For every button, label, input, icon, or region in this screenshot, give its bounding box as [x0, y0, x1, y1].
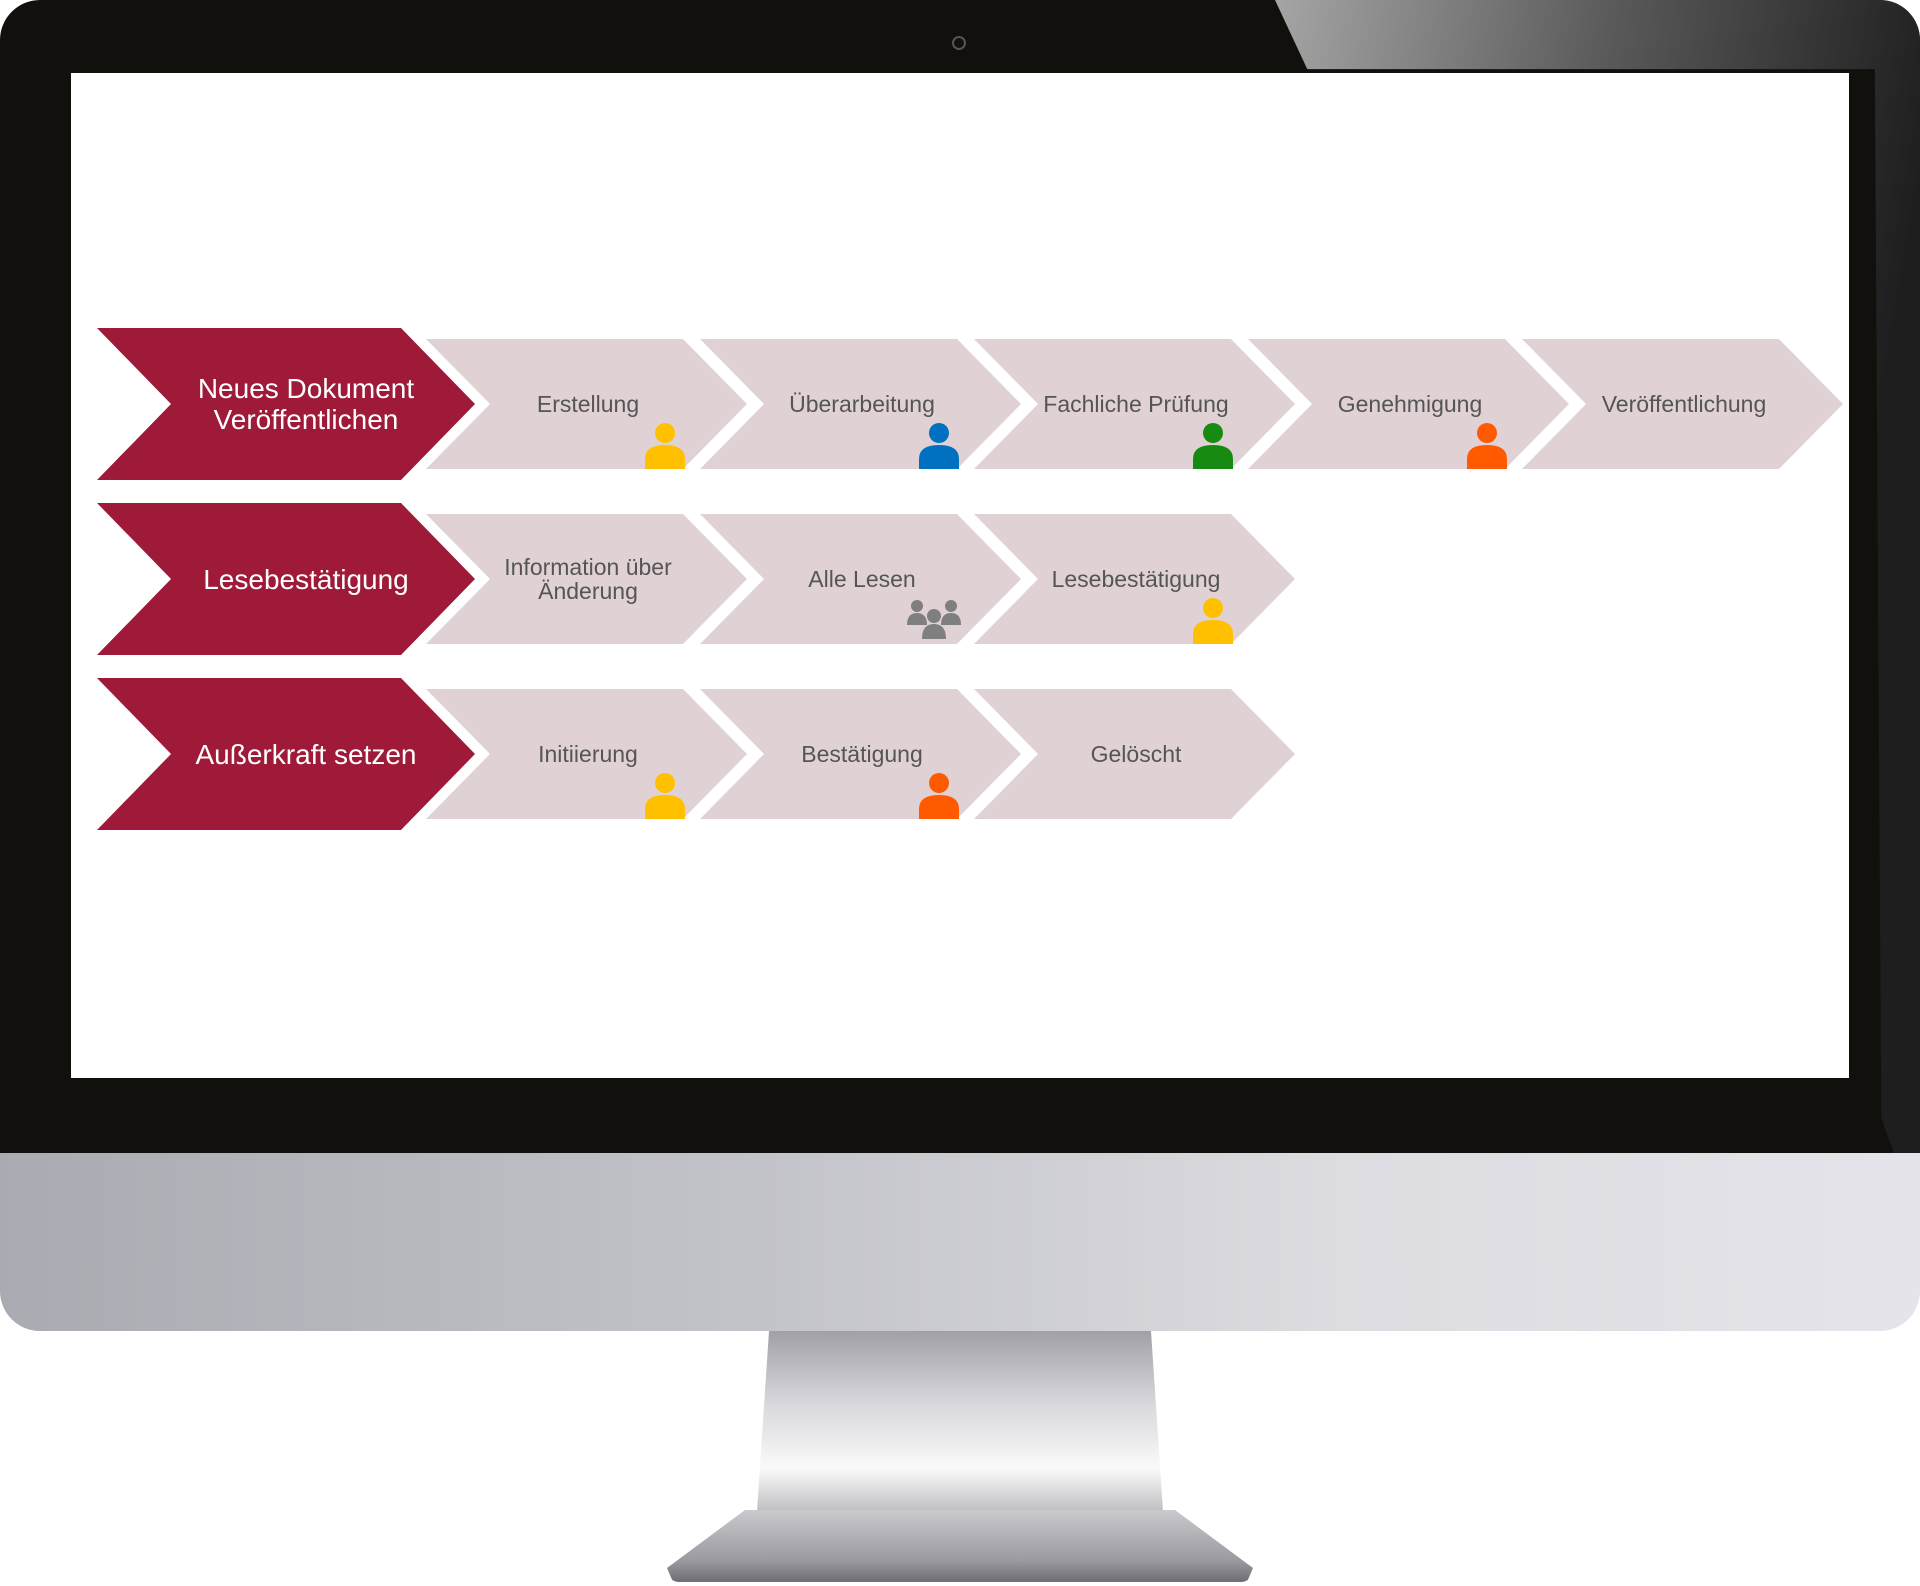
process-step-label: Überarbeitung [789, 391, 935, 417]
process-step-label: Lesebestätigung [1051, 566, 1221, 592]
monitor-stand-base [667, 1510, 1253, 1582]
process-step-label: Veröffentlichung [1601, 391, 1767, 417]
process-step-label: Bestätigung [801, 741, 923, 767]
process-header-label: Neues Dokument Veröffentlichen [197, 373, 415, 435]
process-step-label: Fachliche Prüfung [1043, 391, 1229, 417]
process-step-label: Information über Änderung [504, 554, 672, 604]
person-icon [1190, 421, 1236, 469]
person-icon [916, 421, 962, 469]
person-icon [1190, 596, 1236, 644]
process-header-label: Lesebestätigung [203, 563, 409, 595]
process-step-label: Alle Lesen [808, 566, 916, 592]
person-icon [1464, 421, 1510, 469]
process-step-label: Erstellung [536, 391, 640, 417]
process-header-label: Außerkraft setzen [195, 738, 417, 770]
group-icon [906, 599, 962, 639]
person-icon [916, 771, 962, 819]
process-step[interactable]: Fachliche Prüfung [974, 339, 1295, 469]
process-step-label: Gelöscht [1090, 741, 1182, 767]
monitor-bezel [0, 0, 1920, 1153]
process-step-label: Initiierung [538, 741, 638, 767]
monitor-chin [0, 1153, 1920, 1331]
camera-icon [952, 36, 966, 50]
person-icon [642, 771, 688, 819]
person-icon [642, 421, 688, 469]
process-step-label: Genehmigung [1337, 391, 1483, 417]
